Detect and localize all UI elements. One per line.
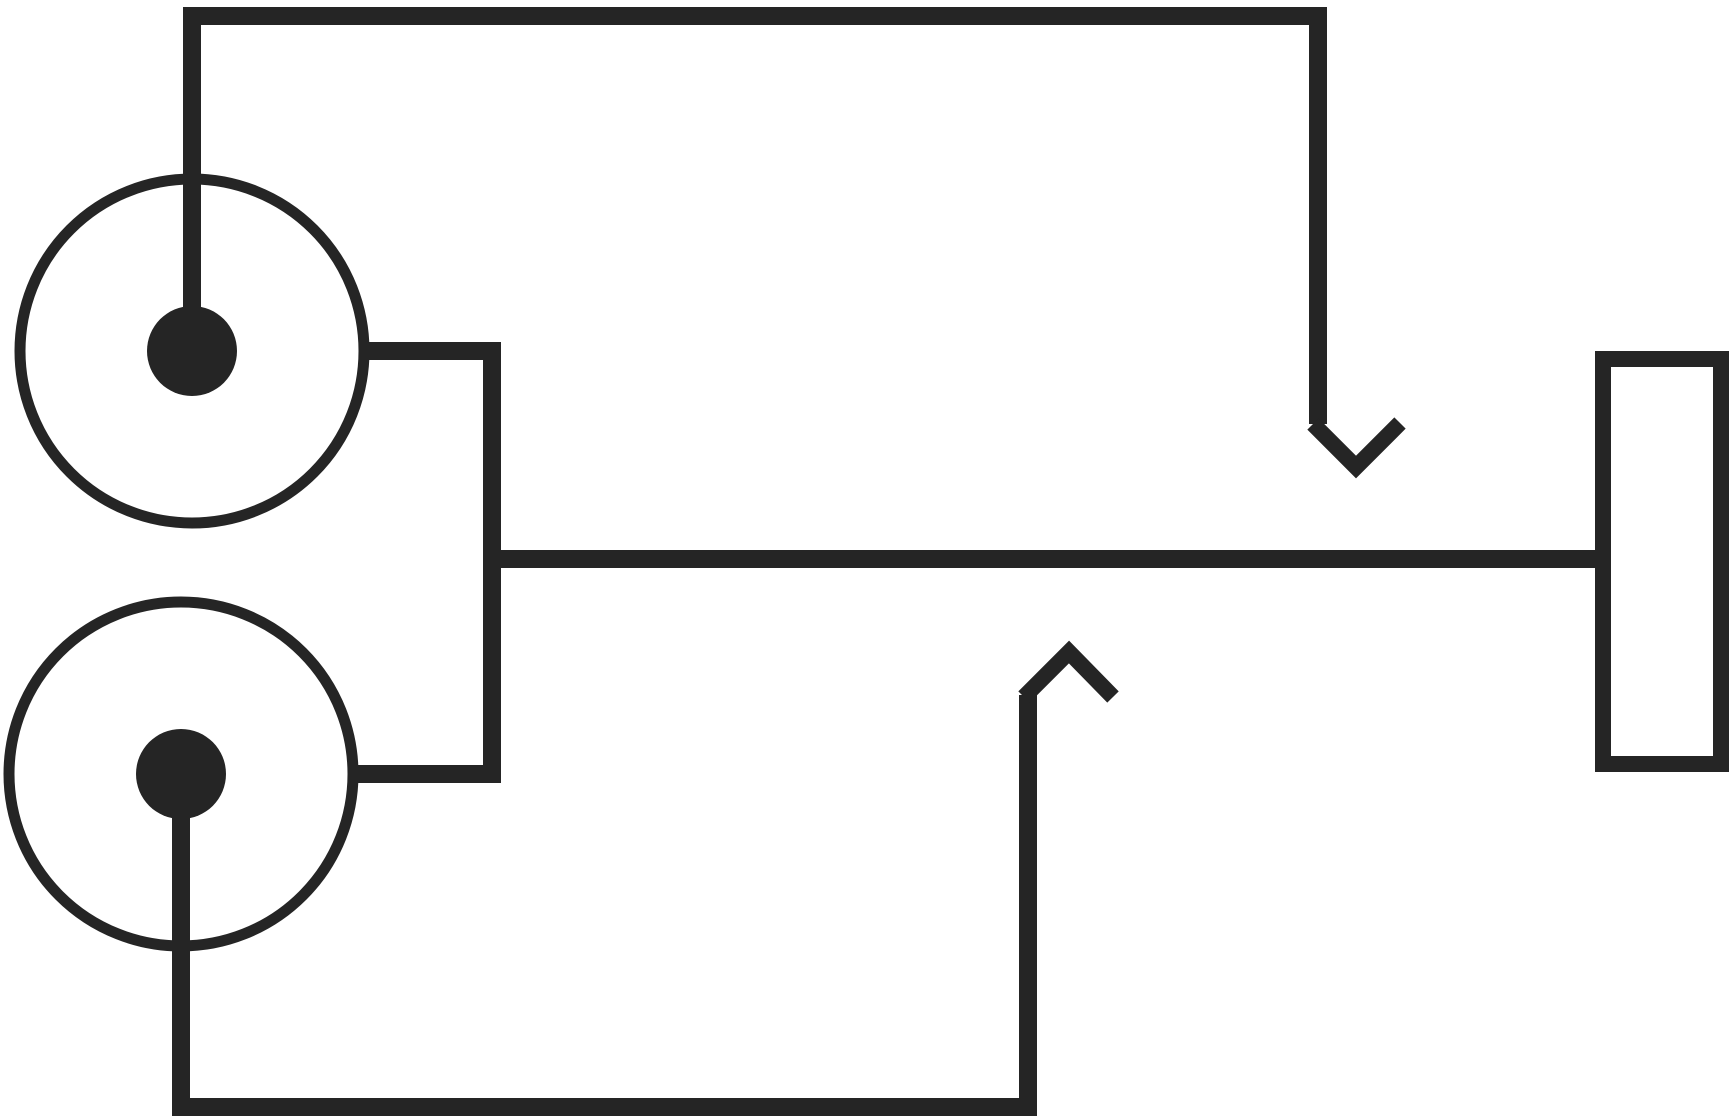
contact-bottom-spring-icon: [1018, 640, 1119, 703]
wire-top-signal: [183, 7, 1327, 424]
wire-bottom-signal: [172, 695, 1037, 1116]
wire-shield-bus: [353, 342, 501, 783]
contact-top-spring-icon: [1307, 417, 1406, 479]
plug-right-body: [1595, 351, 1729, 772]
